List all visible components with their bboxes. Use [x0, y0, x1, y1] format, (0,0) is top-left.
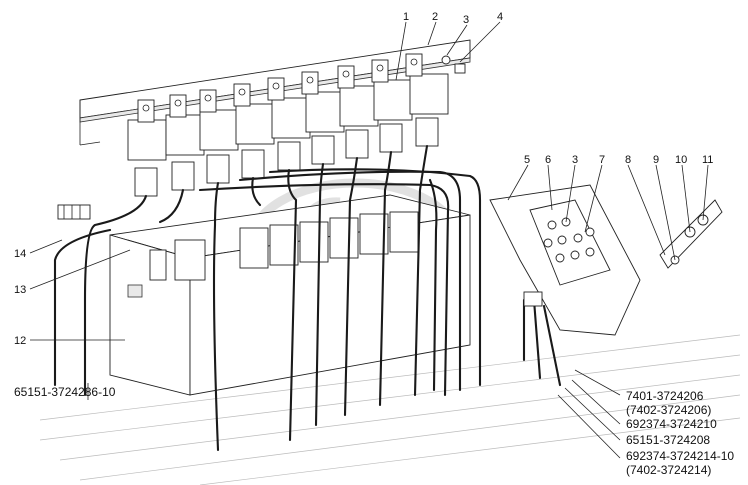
- relay-icon: [371, 59, 413, 153]
- callout-13: 13: [14, 284, 26, 296]
- leader-lines: [29, 21, 709, 459]
- relay-icon: [337, 65, 379, 159]
- wire-harness: [53, 144, 562, 452]
- part-number-7401-3724206: 7401-3724206: [626, 389, 704, 403]
- screw-icon: [441, 55, 451, 65]
- part-number-labels: 65151-3724286-10 7401-3724206 (7402-3724…: [14, 385, 734, 477]
- callout-3b: 3: [572, 154, 578, 166]
- relay-icon: [165, 94, 205, 191]
- callout-labels: 1 2 3 4 5 6 3 7 8 9 10 11 12 13 14: [14, 11, 713, 347]
- callout-3: 3: [463, 14, 469, 26]
- callout-9: 9: [653, 154, 659, 166]
- callout-4: 4: [497, 11, 503, 23]
- relay-icon: [233, 83, 275, 179]
- switch-panel: [659, 199, 723, 269]
- callout-2: 2: [432, 11, 438, 23]
- callout-6: 6: [545, 154, 551, 166]
- callout-12: 12: [14, 335, 26, 347]
- fuse-box: [109, 194, 471, 396]
- mounting-plate: [489, 184, 641, 336]
- callout-10: 10: [675, 154, 687, 166]
- part-number-65151-3724208: 65151-3724208: [626, 433, 710, 447]
- callout-1: 1: [403, 11, 409, 23]
- callout-14: 14: [14, 248, 26, 260]
- background-grid: [39, 334, 741, 485]
- connector-icon: [57, 204, 91, 220]
- relay-row: [127, 53, 466, 197]
- part-number-7402-3724214: (7402-3724214): [626, 463, 711, 477]
- callout-5: 5: [524, 154, 530, 166]
- relay-icon: [405, 53, 449, 147]
- nut-icon: [454, 63, 466, 74]
- part-number-65151-3724286-10: 65151-3724286-10: [14, 385, 116, 399]
- part-number-692374-3724214-10: 692374-3724214-10: [626, 449, 734, 463]
- callout-7: 7: [599, 154, 605, 166]
- relay-icon: [199, 89, 239, 184]
- relay-icon: [127, 99, 167, 197]
- callout-8: 8: [625, 154, 631, 166]
- part-number-692374-3724210: 692374-3724210: [626, 417, 717, 431]
- part-number-7402-3724206: (7402-3724206): [626, 403, 711, 417]
- callout-11: 11: [702, 154, 713, 166]
- relay-icon: [301, 71, 345, 165]
